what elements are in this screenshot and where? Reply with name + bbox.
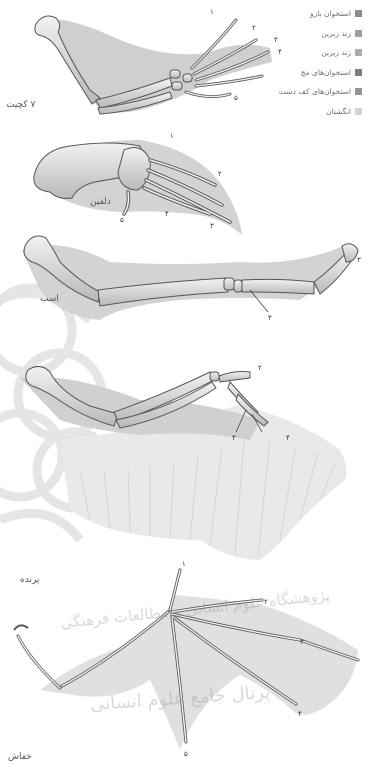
legend-label: استخوان‌های مچ xyxy=(301,68,351,77)
caption-human: ۷ کچیت xyxy=(6,100,35,110)
dolphin-flipper: ۱ ۲ ۳ ۴ ۵ xyxy=(34,132,242,235)
horse-number-4: ۴ xyxy=(268,314,272,322)
bone-legend: استخوان بازو زند زبرین زند زیرین استخوان… xyxy=(266,4,362,121)
caption-dolphin: دلفین xyxy=(90,197,111,207)
legend-item-ulna: زند زیرین xyxy=(266,43,362,63)
whale-number-1: ۱ xyxy=(170,132,174,140)
horse-number-3: ۳ xyxy=(357,256,361,264)
legend-swatch xyxy=(355,30,362,37)
bat-number-1: ۱ xyxy=(182,560,186,568)
legend-label: استخوان‌های کف دست xyxy=(279,87,351,96)
legend-item-humerus: استخوان بازو xyxy=(266,4,362,24)
whale-number-4: ۴ xyxy=(165,210,169,218)
human-number-1: ۱ xyxy=(210,8,214,16)
whale-number-2: ۲ xyxy=(218,170,222,178)
human-number-2: ۲ xyxy=(252,24,256,32)
legend-label: انگشتان xyxy=(326,107,351,116)
caption-bat: خفاش xyxy=(8,752,32,762)
legend-item-phalanges: انگشتان xyxy=(266,102,362,122)
caption-horse: اسب xyxy=(40,294,59,304)
bird-number-4: ۴ xyxy=(286,434,290,442)
legend-swatch xyxy=(355,88,362,95)
legend-swatch xyxy=(355,108,362,115)
legend-swatch xyxy=(355,69,362,76)
human-number-5: ۵ xyxy=(234,94,238,102)
bird-number-2: ۲ xyxy=(258,364,262,372)
caption-bird: پرنده xyxy=(20,575,39,585)
bat-number-4: ۴ xyxy=(298,710,302,718)
bat-wing: ۱ ۲ ۳ ۴ ۵ xyxy=(14,560,358,758)
bird-number-3: ۳ xyxy=(232,434,236,442)
whale-number-3: ۳ xyxy=(210,222,214,230)
legend-item-carpals: استخوان‌های مچ xyxy=(266,63,362,83)
bat-number-3: ۳ xyxy=(300,638,304,646)
legend-label: زند زیرین xyxy=(321,48,351,57)
legend-swatch xyxy=(355,49,362,56)
legend-label: زند زبرین xyxy=(321,29,351,38)
whale-number-5: ۵ xyxy=(120,216,124,224)
human-arm: ۱ ۲ ۳ ۴ ۵ xyxy=(35,8,282,114)
bat-number-2: ۲ xyxy=(264,598,268,606)
legend-swatch xyxy=(355,10,362,17)
legend-item-metacarpals: استخوان‌های کف دست xyxy=(266,82,362,102)
legend-item-radius: زند زبرین xyxy=(266,24,362,44)
bat-number-5: ۵ xyxy=(184,750,188,758)
horse-leg: ۳ ۴ xyxy=(22,236,361,322)
legend-label: استخوان بازو xyxy=(310,9,351,18)
